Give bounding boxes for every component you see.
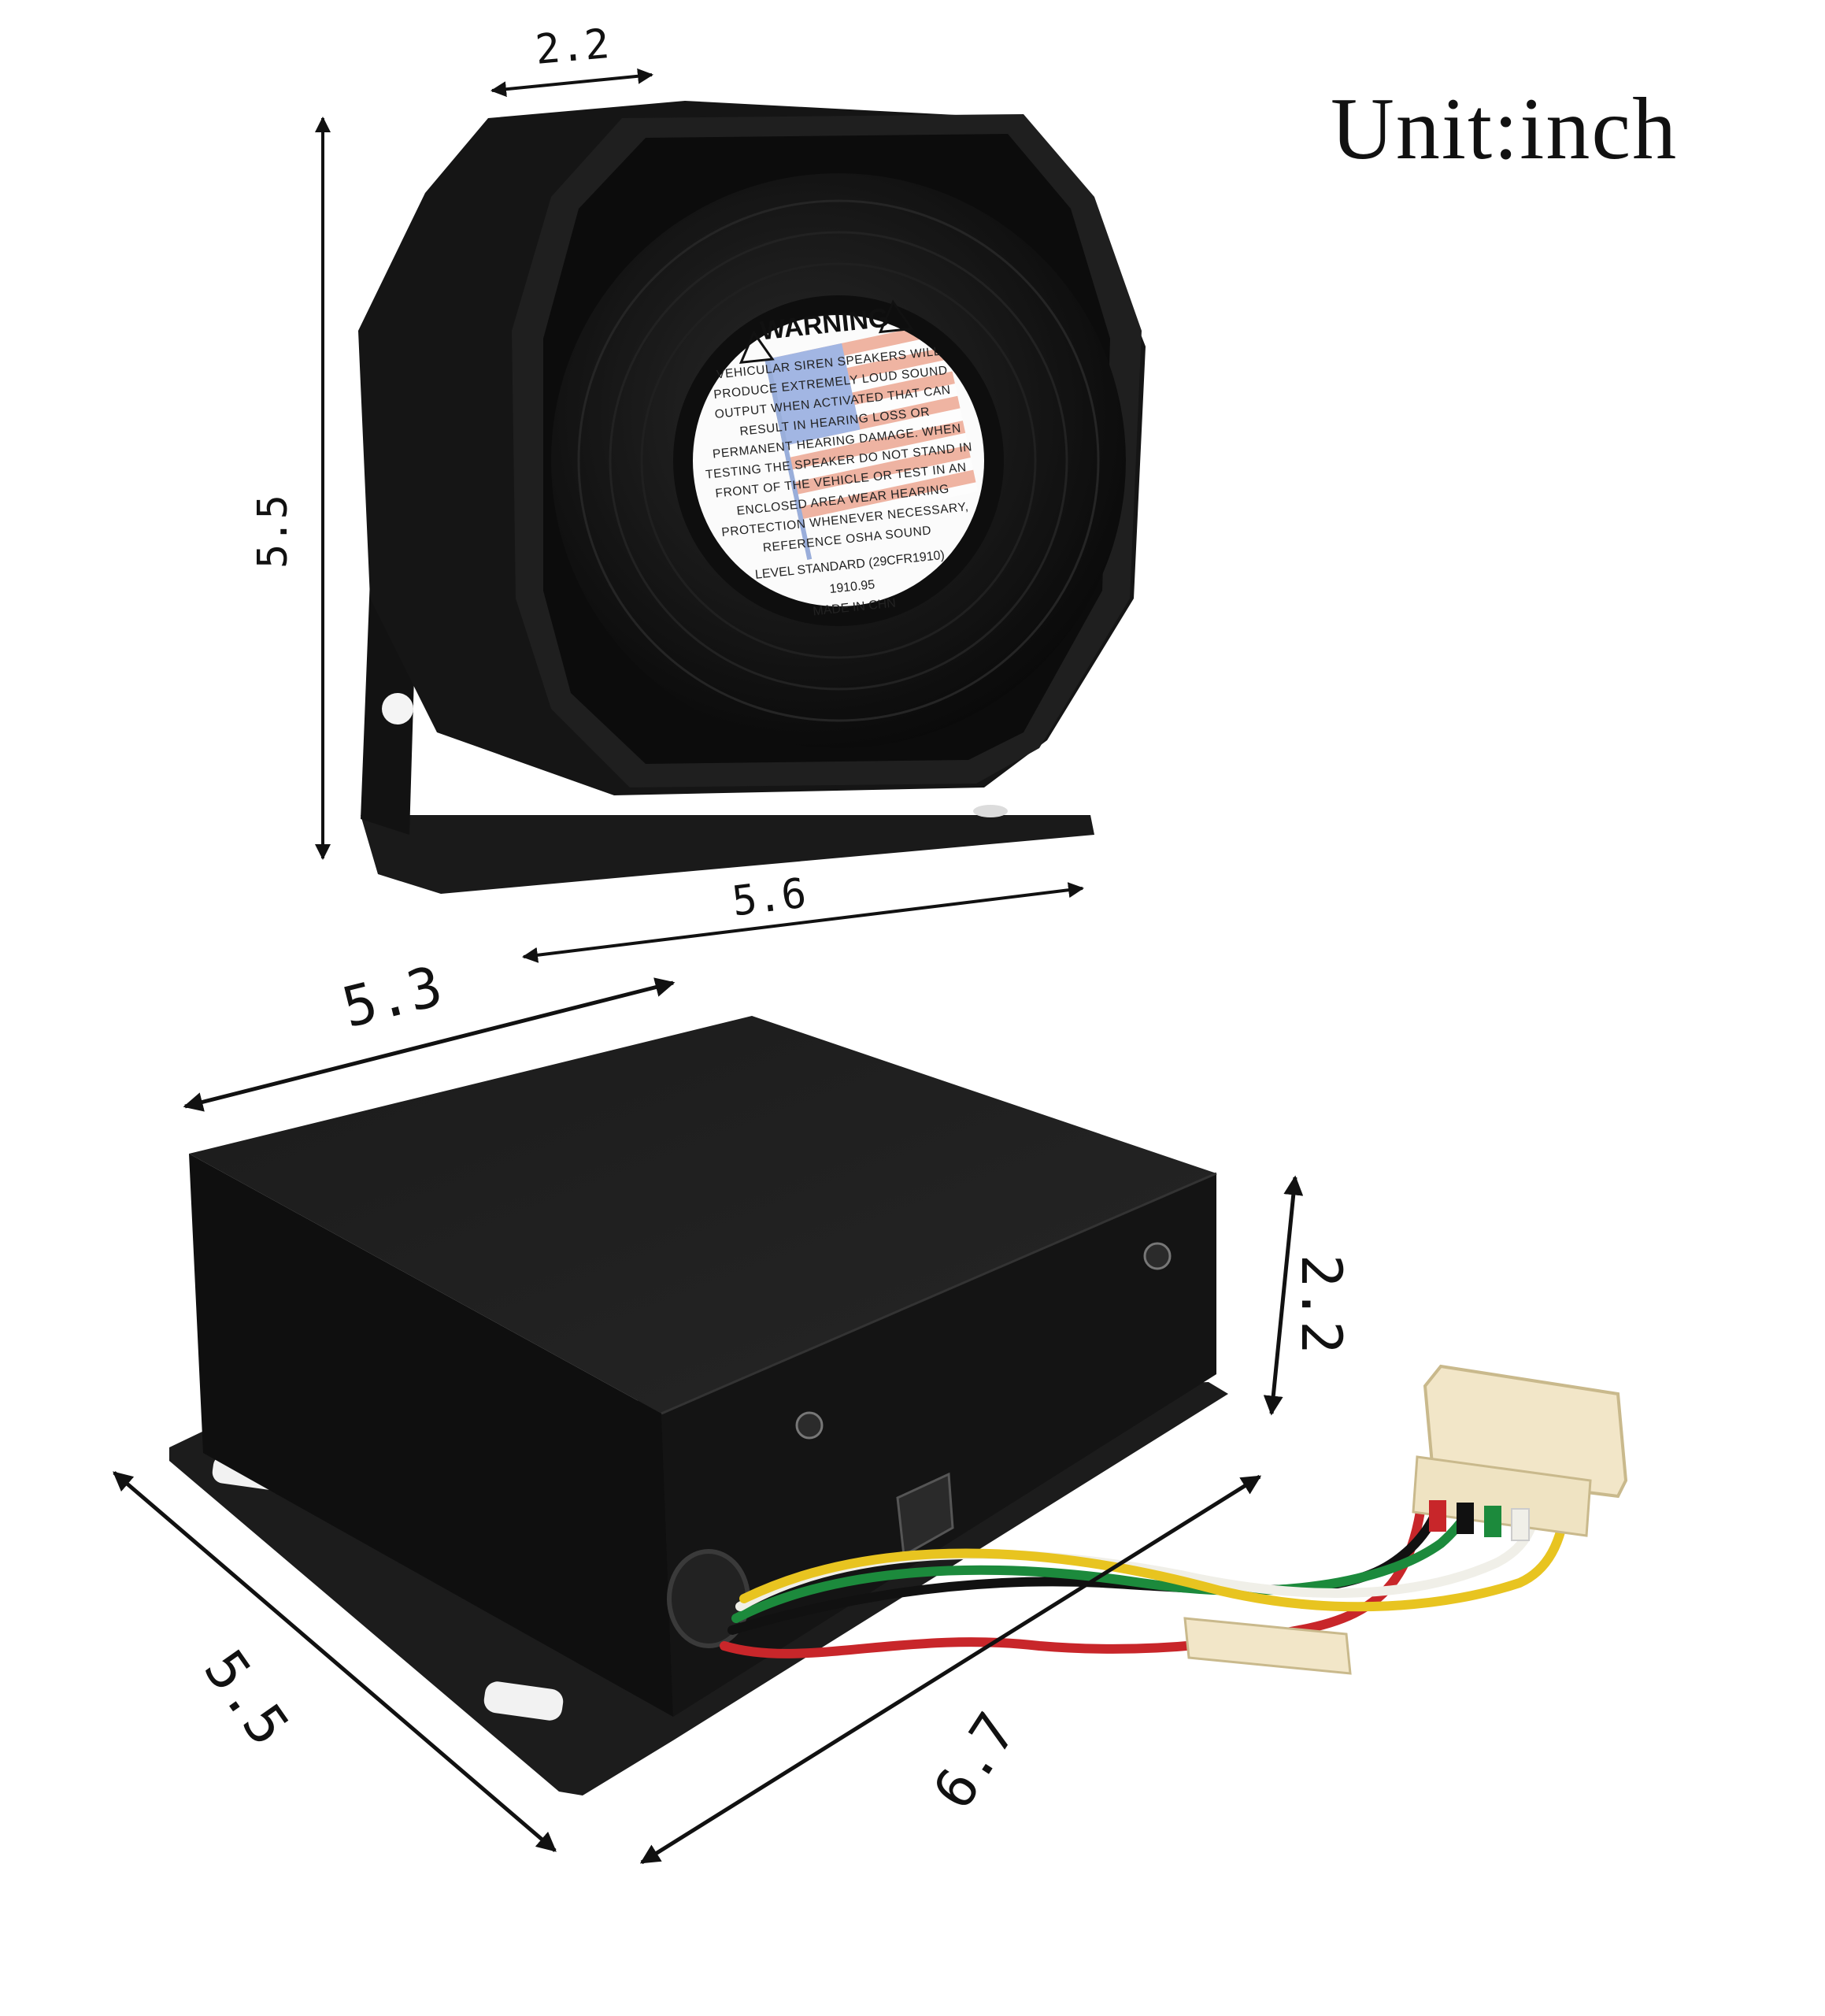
box-length-arrow: [639, 1474, 1262, 1865]
box-width-arrow: [183, 977, 676, 1112]
speaker-width-label: 5.6: [729, 869, 809, 926]
box-top-face: [189, 1016, 1216, 1414]
box-depth-arrow: [113, 1471, 557, 1852]
speaker-bracket: [361, 815, 1094, 894]
screw: [1143, 1242, 1172, 1270]
speaker-depth-label: 2.2: [533, 20, 612, 74]
box-height-label: 2.2: [1289, 1254, 1354, 1354]
bracket-hole: [382, 693, 413, 724]
speaker-height-label: 5.5: [249, 495, 297, 569]
screw: [795, 1411, 824, 1440]
unit-label: Unit:inch: [1331, 80, 1679, 178]
siren-amplifier-box: [169, 1016, 1628, 1796]
box-height-arrow: [1263, 1175, 1304, 1416]
warning-body: VEHICULAR SIREN SPEAKERS WILL PRODUCE EX…: [705, 344, 973, 555]
warning-label: WARNING VEHICULAR SIREN SPEAKERS WILL PR…: [677, 246, 1000, 668]
flag-graphic: [764, 321, 978, 561]
speaker-width-arrow: [522, 882, 1084, 963]
speaker-depth-arrow: [490, 68, 653, 98]
siren-speaker: [358, 101, 1146, 894]
